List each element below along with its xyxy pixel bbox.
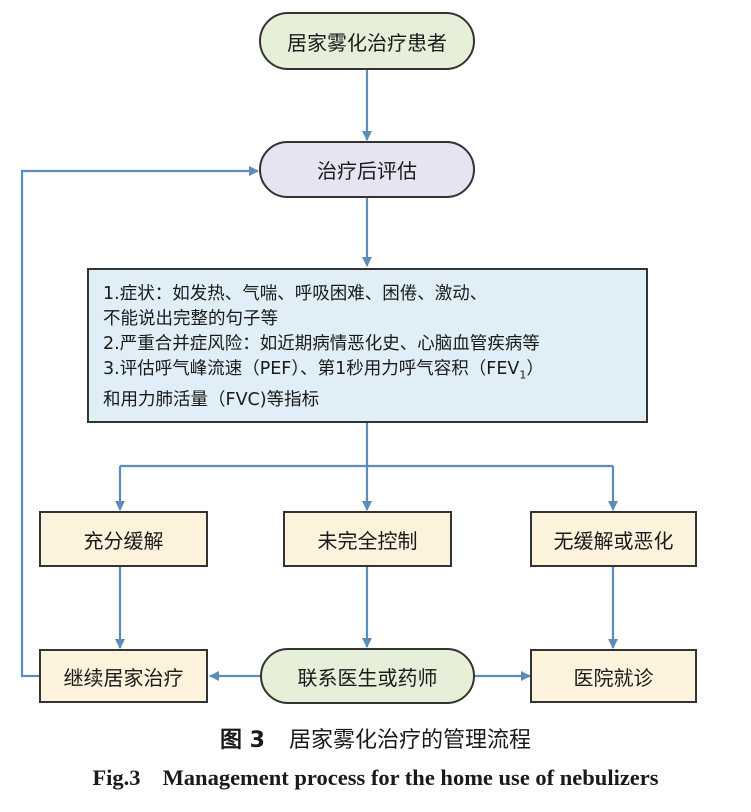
node-contact-doctor-or-pharmacist: 联系医生或药师 xyxy=(260,648,475,704)
assessment-line-2: 不能说出完整的句子等 xyxy=(103,309,278,329)
caption-cn-title: 居家雾化治疗的管理流程 xyxy=(288,728,531,753)
node-full-relief-label: 充分缓解 xyxy=(83,528,164,553)
node-no-relief-or-worse: 无缓解或恶化 xyxy=(530,511,697,567)
node-hospital-visit-label: 医院就诊 xyxy=(573,665,654,690)
assessment-line-1: 1.症状：如发热、气喘、呼吸困难、困倦、激动、 xyxy=(103,284,488,304)
node-full-relief: 充分缓解 xyxy=(39,511,208,567)
assessment-line-3: 2.严重合并症风险：如近期病情恶化史、心脑血管疾病等 xyxy=(103,334,540,354)
node-continue-home-treatment-label: 继续居家治疗 xyxy=(63,665,184,690)
node-home-nebulizer-patient-label: 居家雾化治疗患者 xyxy=(287,30,447,55)
fev-subscript: 1 xyxy=(519,368,527,382)
node-post-treatment-evaluation-label: 治疗后评估 xyxy=(317,159,417,183)
node-continue-home-treatment: 继续居家治疗 xyxy=(39,649,208,703)
node-contact-doctor-or-pharmacist-label: 联系医生或药师 xyxy=(297,665,438,690)
caption-english: Fig.3 Management process for the home use… xyxy=(0,765,751,791)
assessment-line-4: 3.评估呼气峰流速（PEF）、第1秒用力呼气容积（FEV1） xyxy=(103,357,636,388)
arrow-feedback-loop xyxy=(20,166,259,678)
caption-chinese: 图 3 居家雾化治疗的管理流程 xyxy=(0,722,751,754)
node-not-fully-controlled: 未完全控制 xyxy=(283,511,452,567)
caption-en-figure-label: Fig.3 xyxy=(92,765,141,790)
assessment-line-4-close: ） xyxy=(526,359,544,379)
node-hospital-visit: 医院就诊 xyxy=(530,649,697,703)
assessment-line-5: 和用力肺活量（FVC)等指标 xyxy=(103,389,320,410)
node-no-relief-or-worse-label: 无缓解或恶化 xyxy=(553,528,674,553)
node-post-treatment-evaluation: 治疗后评估 xyxy=(259,141,475,198)
node-home-nebulizer-patient: 居家雾化治疗患者 xyxy=(259,12,475,70)
node-assessment-criteria: 1.症状：如发热、气喘、呼吸困难、困倦、激动、 不能说出完整的句子等 2.严重合… xyxy=(87,268,648,423)
caption-cn-figure-label: 图 3 xyxy=(220,728,265,753)
assessment-line-4-text: 3.评估呼气峰流速（PEF）、第1秒用力呼气容积（FEV xyxy=(103,359,520,379)
node-not-fully-controlled-label: 未完全控制 xyxy=(317,528,418,553)
caption-en-title: Management process for the home use of n… xyxy=(162,765,659,790)
